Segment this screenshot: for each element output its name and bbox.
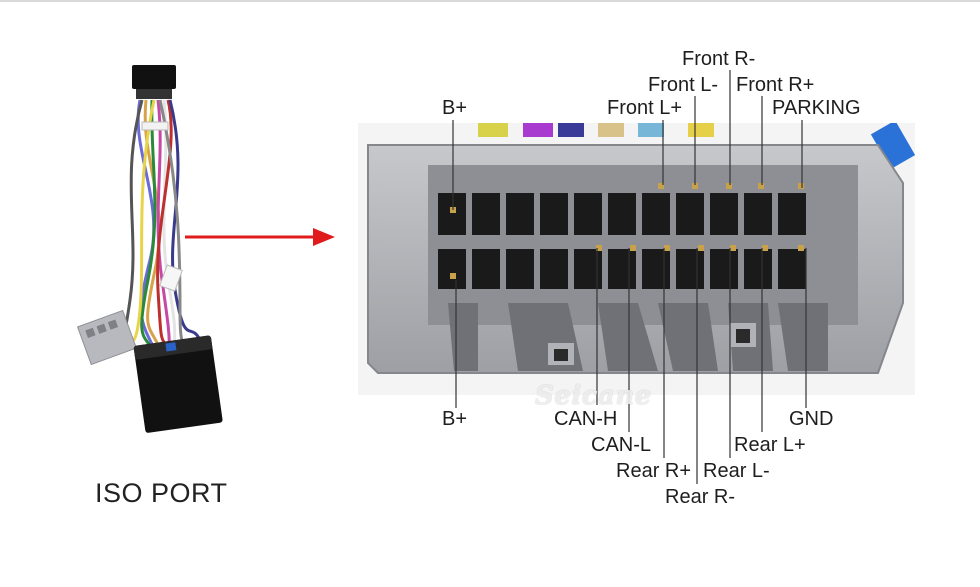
label-can-h: CAN-H [553,408,619,430]
label-front-l-minus: Front L- [647,74,720,96]
label-rear-r-minus: Rear R- [664,486,737,508]
label-front-l-plus: Front L+ [606,97,684,119]
label-can-l: CAN-L [590,434,653,456]
label-front-r-minus: Front R- [681,48,757,70]
red-arrow-icon [185,228,335,246]
iso-port-caption: ISO PORT [95,478,228,508]
label-gnd: GND [788,408,835,430]
label-front-r-plus: Front R+ [735,74,816,96]
label-top-b-plus: B+ [441,97,469,119]
label-rear-l-plus: Rear L+ [733,434,807,456]
label-rear-l-minus: Rear L- [702,460,771,482]
seicane-watermark: Seicane [535,381,652,411]
wire-harness-image [76,65,223,433]
top-divider [0,0,980,2]
connector-image [358,123,915,395]
label-rear-r-plus: Rear R+ [615,460,693,482]
label-parking: PARKING [771,97,862,119]
label-bottom-b-plus: B+ [441,408,469,430]
